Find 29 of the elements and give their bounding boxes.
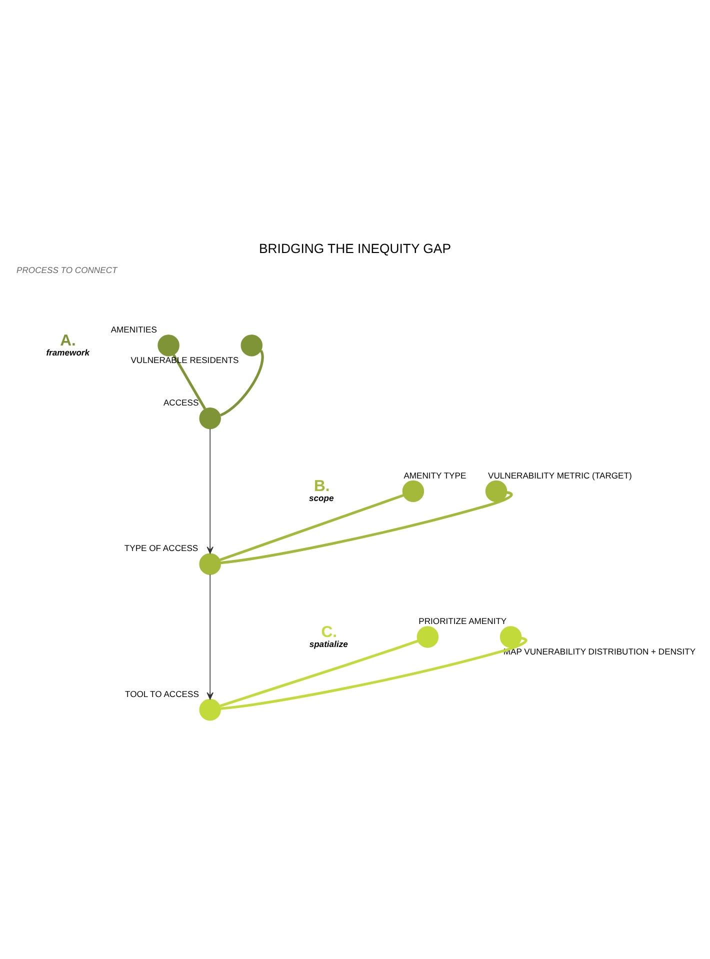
connector <box>172 354 206 409</box>
node-label: TYPE OF ACCESS <box>124 542 198 553</box>
node-label: TOOL TO ACCESS <box>124 688 199 698</box>
node-text: C. spatialize <box>309 623 348 648</box>
node-circle <box>199 698 221 720</box>
connector <box>220 490 512 564</box>
label: PROCESS TO CONNECT <box>16 264 118 274</box>
node-circle <box>485 480 508 502</box>
arrow <box>206 574 214 700</box>
node-label: AMENITY TYPE <box>404 470 466 480</box>
node-label: PRIORITIZE AMENITY <box>418 616 507 626</box>
node-label: ACCESS <box>163 396 199 407</box>
node-circle <box>240 334 263 356</box>
node-label: AMENITIES <box>110 324 158 334</box>
node-circle <box>199 406 221 429</box>
node-text: B. scope <box>309 478 334 503</box>
node-text: A. framework <box>46 332 90 357</box>
arrow <box>206 428 214 554</box>
connector <box>220 494 404 561</box>
connector <box>220 639 418 707</box>
node-label: VULNERABILITY METRIC (TARGET) <box>488 470 632 480</box>
node-circle <box>158 334 180 356</box>
node-circle <box>500 626 522 648</box>
connector <box>220 350 264 416</box>
connector <box>220 636 527 710</box>
node-circle <box>402 480 424 502</box>
node-circle <box>416 626 439 648</box>
diagram-title: BRIDGING THE INEQUITY GAP <box>258 240 452 256</box>
node-circle <box>199 552 221 574</box>
